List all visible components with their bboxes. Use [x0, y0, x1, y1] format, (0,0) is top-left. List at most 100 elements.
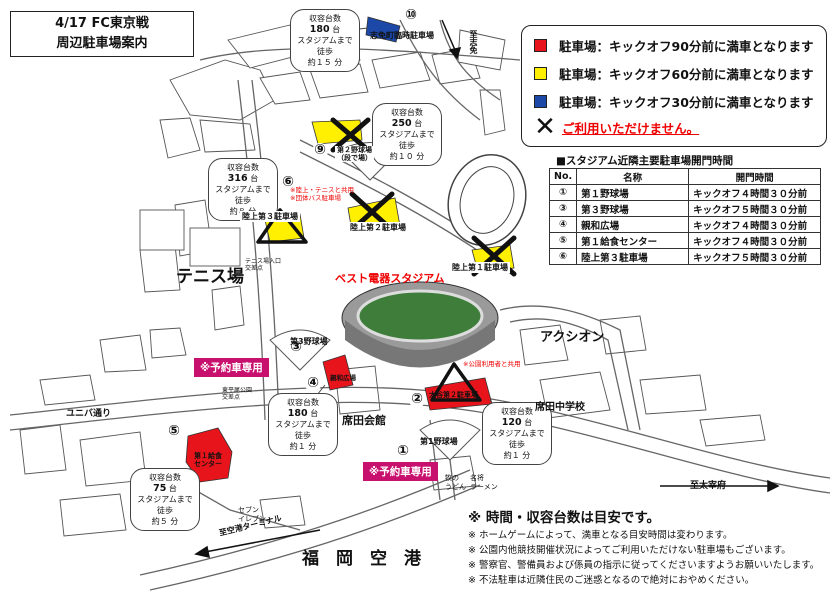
legend-item-red: 駐車場：キックオフ90分前に満車となります — [534, 34, 814, 56]
lot-label-kyushoku: 第１給食 センター — [194, 452, 222, 468]
cell-name: 第１野球場 — [576, 184, 690, 201]
reserved-banner-1: ※予約車専用 — [363, 462, 438, 481]
cell-no: ① — [548, 184, 578, 201]
callout-label: 収容台数 — [287, 398, 319, 407]
arrow-icon — [194, 529, 321, 558]
lot-10-fill — [365, 16, 401, 43]
tennis-entrance-label: テニス場入口 交差点 — [245, 258, 282, 272]
lot-label-shinwa: 親和広場 — [330, 374, 356, 382]
callout-capacity: 180 — [287, 408, 308, 419]
lot-label-otani: 大谷第２駐車場 — [429, 391, 478, 399]
col-header-time: 開門時間 — [688, 168, 822, 185]
triangle-icons — [256, 208, 482, 402]
callout-walk-label: スタジアムまで徒歩 — [379, 130, 435, 150]
callout-walk-label: スタジアムまで徒歩 — [489, 429, 545, 449]
callout-lot-4: 収容台数 180 台 スタジアムまで徒歩 約１ 分 — [268, 393, 338, 456]
x-mark-icon: ✕ — [534, 112, 556, 142]
callout-walk-label: スタジアムまで徒歩 — [137, 495, 193, 515]
roads — [9, 19, 831, 591]
callout-lot-10: 収容台数 180 台 スタジアムまで徒歩 約１５ 分 — [290, 9, 360, 72]
footnote-line: ※ 不法駐車は近隣住民のご迷惑となるので絶対におやめください。 — [468, 575, 755, 586]
table-row: ④ 親和広場 キックオフ４時間３０分前 — [548, 216, 822, 233]
arrow-icon — [441, 19, 462, 60]
callout-unit: 台 — [168, 484, 177, 493]
footnote-line: ※ ホームゲームによって、満車となる目安時間は変わります。 — [468, 530, 733, 541]
callout-lot-5: 収容台数 75 台 スタジアムまで徒歩 約５ 分 — [130, 468, 200, 531]
gate-time-table: No. 名称 開門時間 ① 第１野球場 キックオフ４時間３０分前 ③ 第３野球場… — [548, 168, 822, 265]
footnote-title: ※ 時間・収容台数は目安です。 — [468, 510, 660, 526]
lot-number-2: ② — [409, 392, 425, 408]
callout-walk-label: スタジアムまで徒歩 — [215, 185, 271, 205]
legend-unavailable-text: ご利用いただけません。 — [562, 120, 700, 136]
seven-eleven-label: セブン イレブン — [238, 506, 266, 523]
callout-capacity: 75 — [153, 483, 167, 494]
cell-no: ⑥ — [548, 248, 578, 265]
shinwa-fill — [322, 354, 354, 391]
lot-label-9: 第２野球場 （段で場） — [335, 146, 374, 162]
hakata-kaikan-label: 席田会館 — [342, 414, 386, 427]
callout-label: 収容台数 — [149, 473, 181, 482]
lot-number-6: ⑥ — [280, 175, 296, 191]
ramen-label: 名将 ラーメン — [470, 474, 498, 491]
arrow-icons — [194, 19, 780, 558]
callout-unit: 台 — [310, 409, 319, 418]
cell-time: キックオフ４時間３０分前 — [688, 184, 822, 201]
arrow-icon — [660, 479, 780, 493]
col-header-name: 名称 — [576, 168, 690, 185]
callout-unit: 台 — [250, 174, 259, 183]
lot-label-6: 陸上第３駐車場 — [240, 211, 300, 222]
note-lot2-shared: ※公園利用者と共用 — [463, 360, 521, 368]
road-yunibe-label: ユニバ通り — [66, 409, 112, 419]
title-line1: 4/17 FC東京戦 — [55, 16, 149, 31]
legend-item-blue: 駐車場：キックオフ30分前に満車となります — [534, 90, 814, 112]
airport-label: 福 岡 空 港 — [302, 549, 421, 569]
lot-label-rikujo1: 陸上第１駐車場 — [450, 262, 510, 273]
footnotes: ※ 時間・収容台数は目安です。 ※ ホームゲームによって、満車となる目安時間は変… — [468, 506, 828, 588]
baseball1-label: 第1野球場 — [420, 437, 458, 446]
cell-no: ④ — [548, 216, 578, 233]
callout-walk-time: 約１ 分 — [289, 442, 317, 451]
gate-table-title: ■スタジアム近隣主要駐車場開門時間 — [556, 155, 734, 167]
tennis-courts — [139, 209, 241, 267]
callout-label: 収容台数 — [501, 407, 533, 416]
triangle-icon — [256, 208, 308, 244]
table-header-row: No. 名称 開門時間 — [548, 168, 822, 185]
udon-label: 牧の うどん — [445, 474, 466, 491]
callout-unit: 台 — [524, 418, 533, 427]
callout-capacity: 120 — [501, 417, 522, 428]
x-mark-icon — [330, 117, 371, 153]
callout-walk-time: 約１ 分 — [503, 451, 531, 460]
callout-label: 収容台数 — [309, 14, 341, 23]
callout-lot-1: 収容台数 120 台 スタジアムまで徒歩 約１ 分 — [482, 402, 552, 465]
legend-item-unavailable: ✕ ご利用いただけません。 — [534, 112, 700, 142]
lot-number-9: ⑨ — [312, 143, 328, 159]
legend: 駐車場：キックオフ90分前に満車となります 駐車場：キックオフ60分前に満車とな… — [521, 25, 827, 147]
cell-name: 第３野球場 — [576, 200, 690, 217]
lot-label-rikujo2: 陸上第２駐車場 — [348, 222, 408, 233]
school-label: 席田中学校 — [535, 402, 585, 413]
callout-walk-label: スタジアムまで徒歩 — [297, 36, 353, 56]
cell-time: キックオフ５時間３０分前 — [688, 248, 822, 265]
callout-walk-time: 約５ 分 — [151, 517, 179, 526]
callout-walk-label: スタジアムまで徒歩 — [275, 420, 331, 440]
road-shime-label: 至志免 — [469, 30, 478, 54]
callout-walk-time: 約１０ 分 — [389, 152, 425, 161]
blue-swatch-icon — [534, 94, 547, 108]
callout-capacity: 180 — [309, 24, 330, 35]
red-swatch-icon — [534, 38, 547, 52]
table-row: ③ 第３野球場 キックオフ５時間３０分前 — [548, 200, 822, 217]
legend-text: 駐車場：キックオフ90分前に満車となります — [559, 38, 814, 54]
callout-label: 収容台数 — [391, 108, 423, 117]
callout-unit: 台 — [332, 25, 341, 34]
cell-name: 陸上第３駐車場 — [576, 248, 690, 265]
cell-name: 第１給食センター — [576, 232, 690, 249]
tennis-label: テニス場 — [176, 267, 244, 287]
title-line2: 周辺駐車場案内 — [56, 36, 148, 51]
yellow-swatch-icon — [534, 66, 547, 80]
callout-capacity: 316 — [227, 173, 248, 184]
cell-time: キックオフ４時間３０分前 — [688, 216, 822, 233]
table-row: ⑤ 第１給食センター キックオフ４時間３０分前 — [548, 232, 822, 249]
footnote-line: ※ 警察官、警備員および係員の指示に従ってくださいますようお願いいたします。 — [468, 560, 820, 571]
